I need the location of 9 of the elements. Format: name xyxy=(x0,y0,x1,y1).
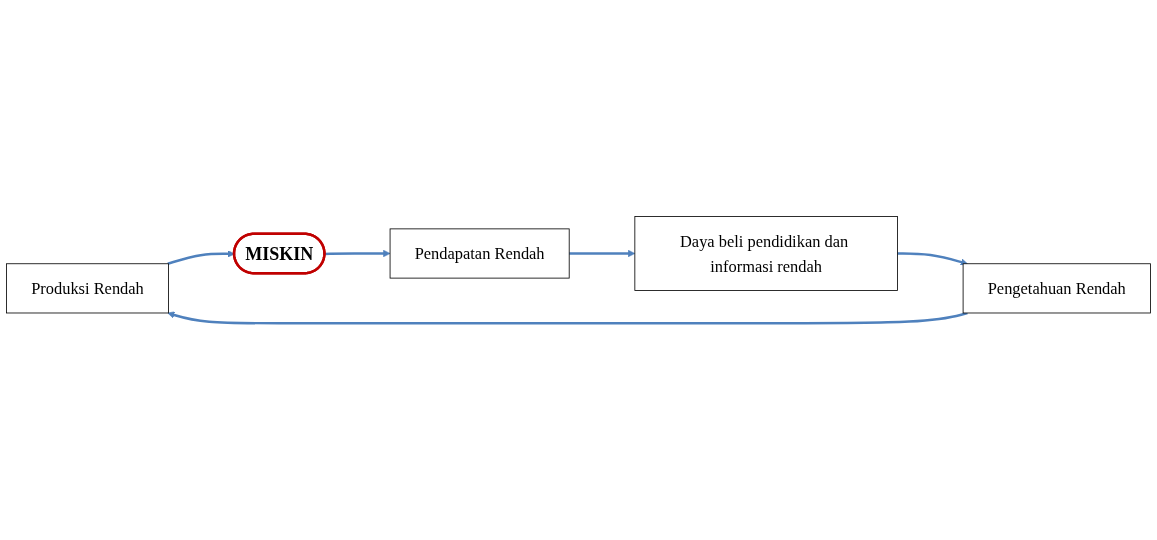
arrow xyxy=(324,250,391,258)
node-box: Pengetahuan Rendah xyxy=(962,263,1151,314)
arrow xyxy=(569,250,636,258)
node-box: Produksi Rendah xyxy=(6,263,169,314)
arrow xyxy=(897,252,968,266)
node-box: Pendapatan Rendah xyxy=(389,228,570,279)
arrow xyxy=(167,250,235,266)
node-box: Daya beli pendidikan dan informasi rendah xyxy=(634,216,898,291)
arrow xyxy=(167,311,968,325)
